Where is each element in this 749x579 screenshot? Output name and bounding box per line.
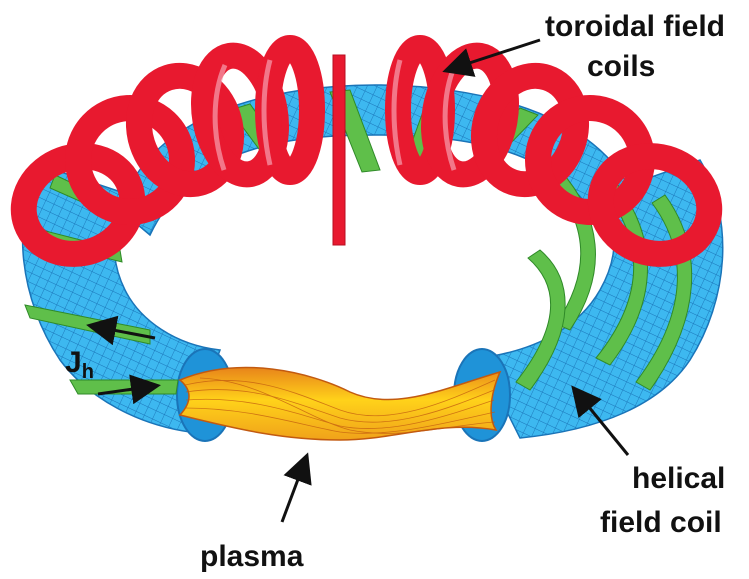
toroidal-coil-center xyxy=(333,55,345,245)
label-helical-line2: field coil xyxy=(600,506,722,539)
plasma-core xyxy=(180,368,500,440)
label-jh-base: J xyxy=(65,346,82,379)
label-toroidal-field-line2: coils xyxy=(587,50,655,83)
arrow-plasma xyxy=(282,458,306,522)
label-jh-sub: h xyxy=(82,361,94,383)
label-plasma: plasma xyxy=(200,540,304,573)
label-helical-line1: helical xyxy=(632,462,725,495)
label-toroidal-field-line1: toroidal field xyxy=(545,10,725,43)
